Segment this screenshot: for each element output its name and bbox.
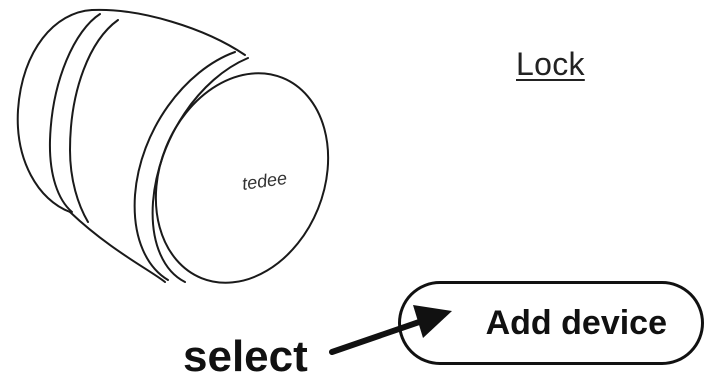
brand-logo: tedee bbox=[241, 168, 288, 194]
add-device-label: Add device bbox=[485, 303, 667, 342]
smart-lock-cylinder-icon: tedee bbox=[16, 8, 330, 284]
select-instruction: select bbox=[183, 332, 308, 381]
lock-link[interactable]: Lock bbox=[516, 46, 585, 82]
add-device-button[interactable]: Add device bbox=[398, 281, 704, 365]
